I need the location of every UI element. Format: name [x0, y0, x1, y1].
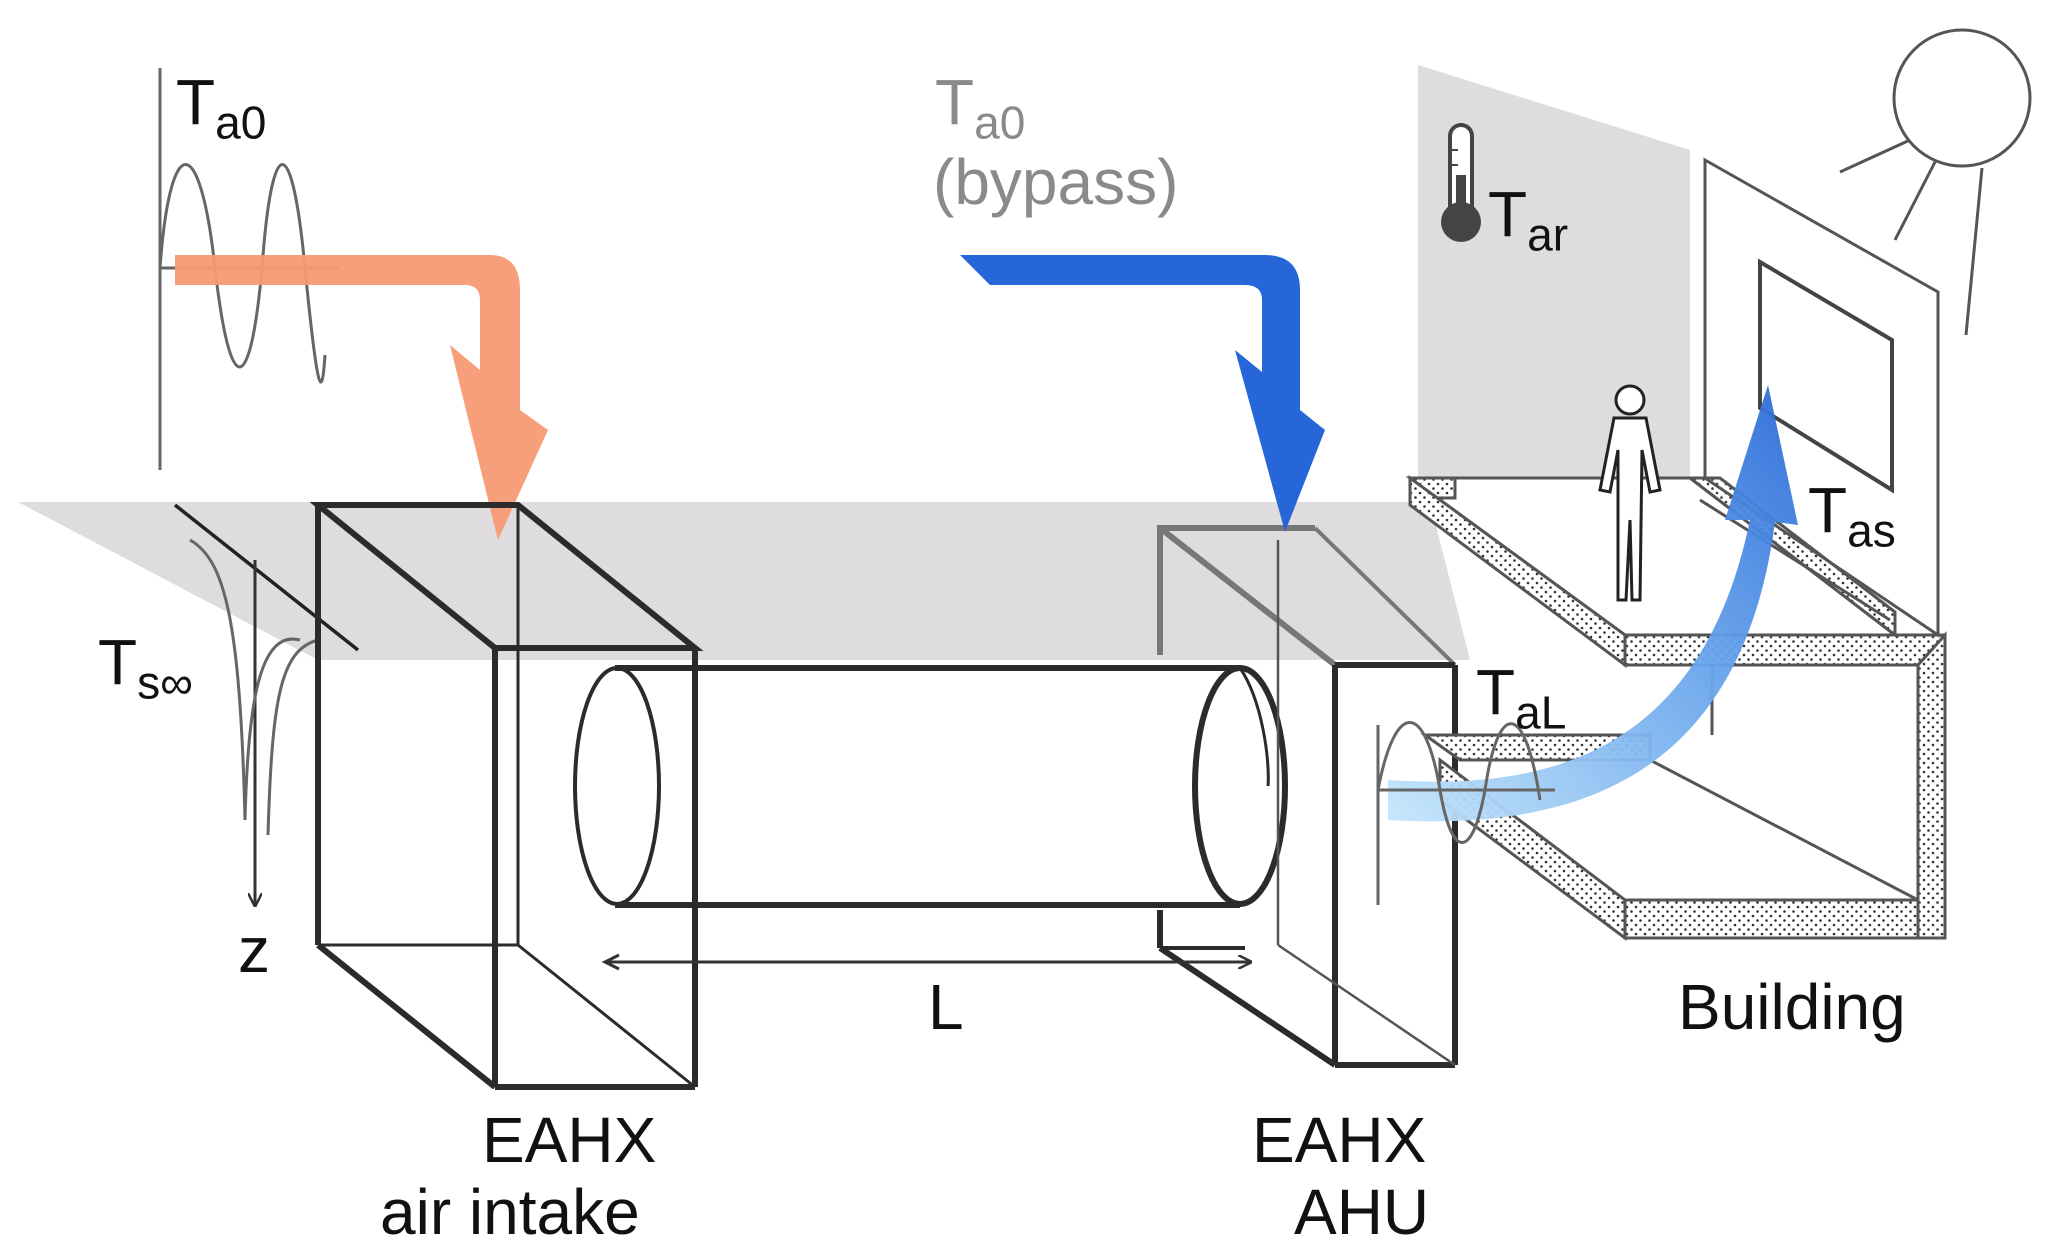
bypass-label: (bypass)	[933, 146, 1179, 218]
ground-plane	[18, 502, 1470, 660]
eahx-intake-box	[309, 502, 704, 1090]
ahu-label-line1: EAHX	[1252, 1104, 1427, 1176]
length-dimension	[601, 953, 1250, 971]
building-label: Building	[1678, 971, 1906, 1043]
inlet-temp-label: Ta0	[176, 66, 267, 149]
intake-label-line2: air intake	[380, 1176, 640, 1248]
person-icon	[1598, 384, 1662, 602]
eahx-ahu-box	[1157, 525, 1458, 1068]
intake-label-line1: EAHX	[482, 1104, 657, 1176]
supply-temp-label: Tas	[1808, 474, 1896, 557]
supply-air-arrow	[1388, 385, 1798, 822]
pipe-length-label: L	[928, 971, 964, 1043]
room-temp-label: Tar	[1488, 178, 1569, 261]
soil-temperature-profile	[173, 503, 360, 905]
bypass-arrow	[960, 255, 1325, 532]
ahu-label-line2: AHU	[1294, 1176, 1430, 1248]
earth-air-pipe	[573, 665, 1288, 908]
sun-icon	[1839, 28, 2032, 336]
outlet-temp-label: TaL	[1476, 656, 1567, 739]
depth-axis-label: z	[238, 914, 270, 986]
warm-inlet-arrow	[175, 255, 548, 540]
bypass-temp-label: Ta0	[935, 66, 1026, 149]
outlet-temperature-plot	[1376, 721, 1555, 905]
soil-temp-label: Ts∞	[98, 626, 193, 709]
thermometer-icon	[1441, 123, 1481, 242]
